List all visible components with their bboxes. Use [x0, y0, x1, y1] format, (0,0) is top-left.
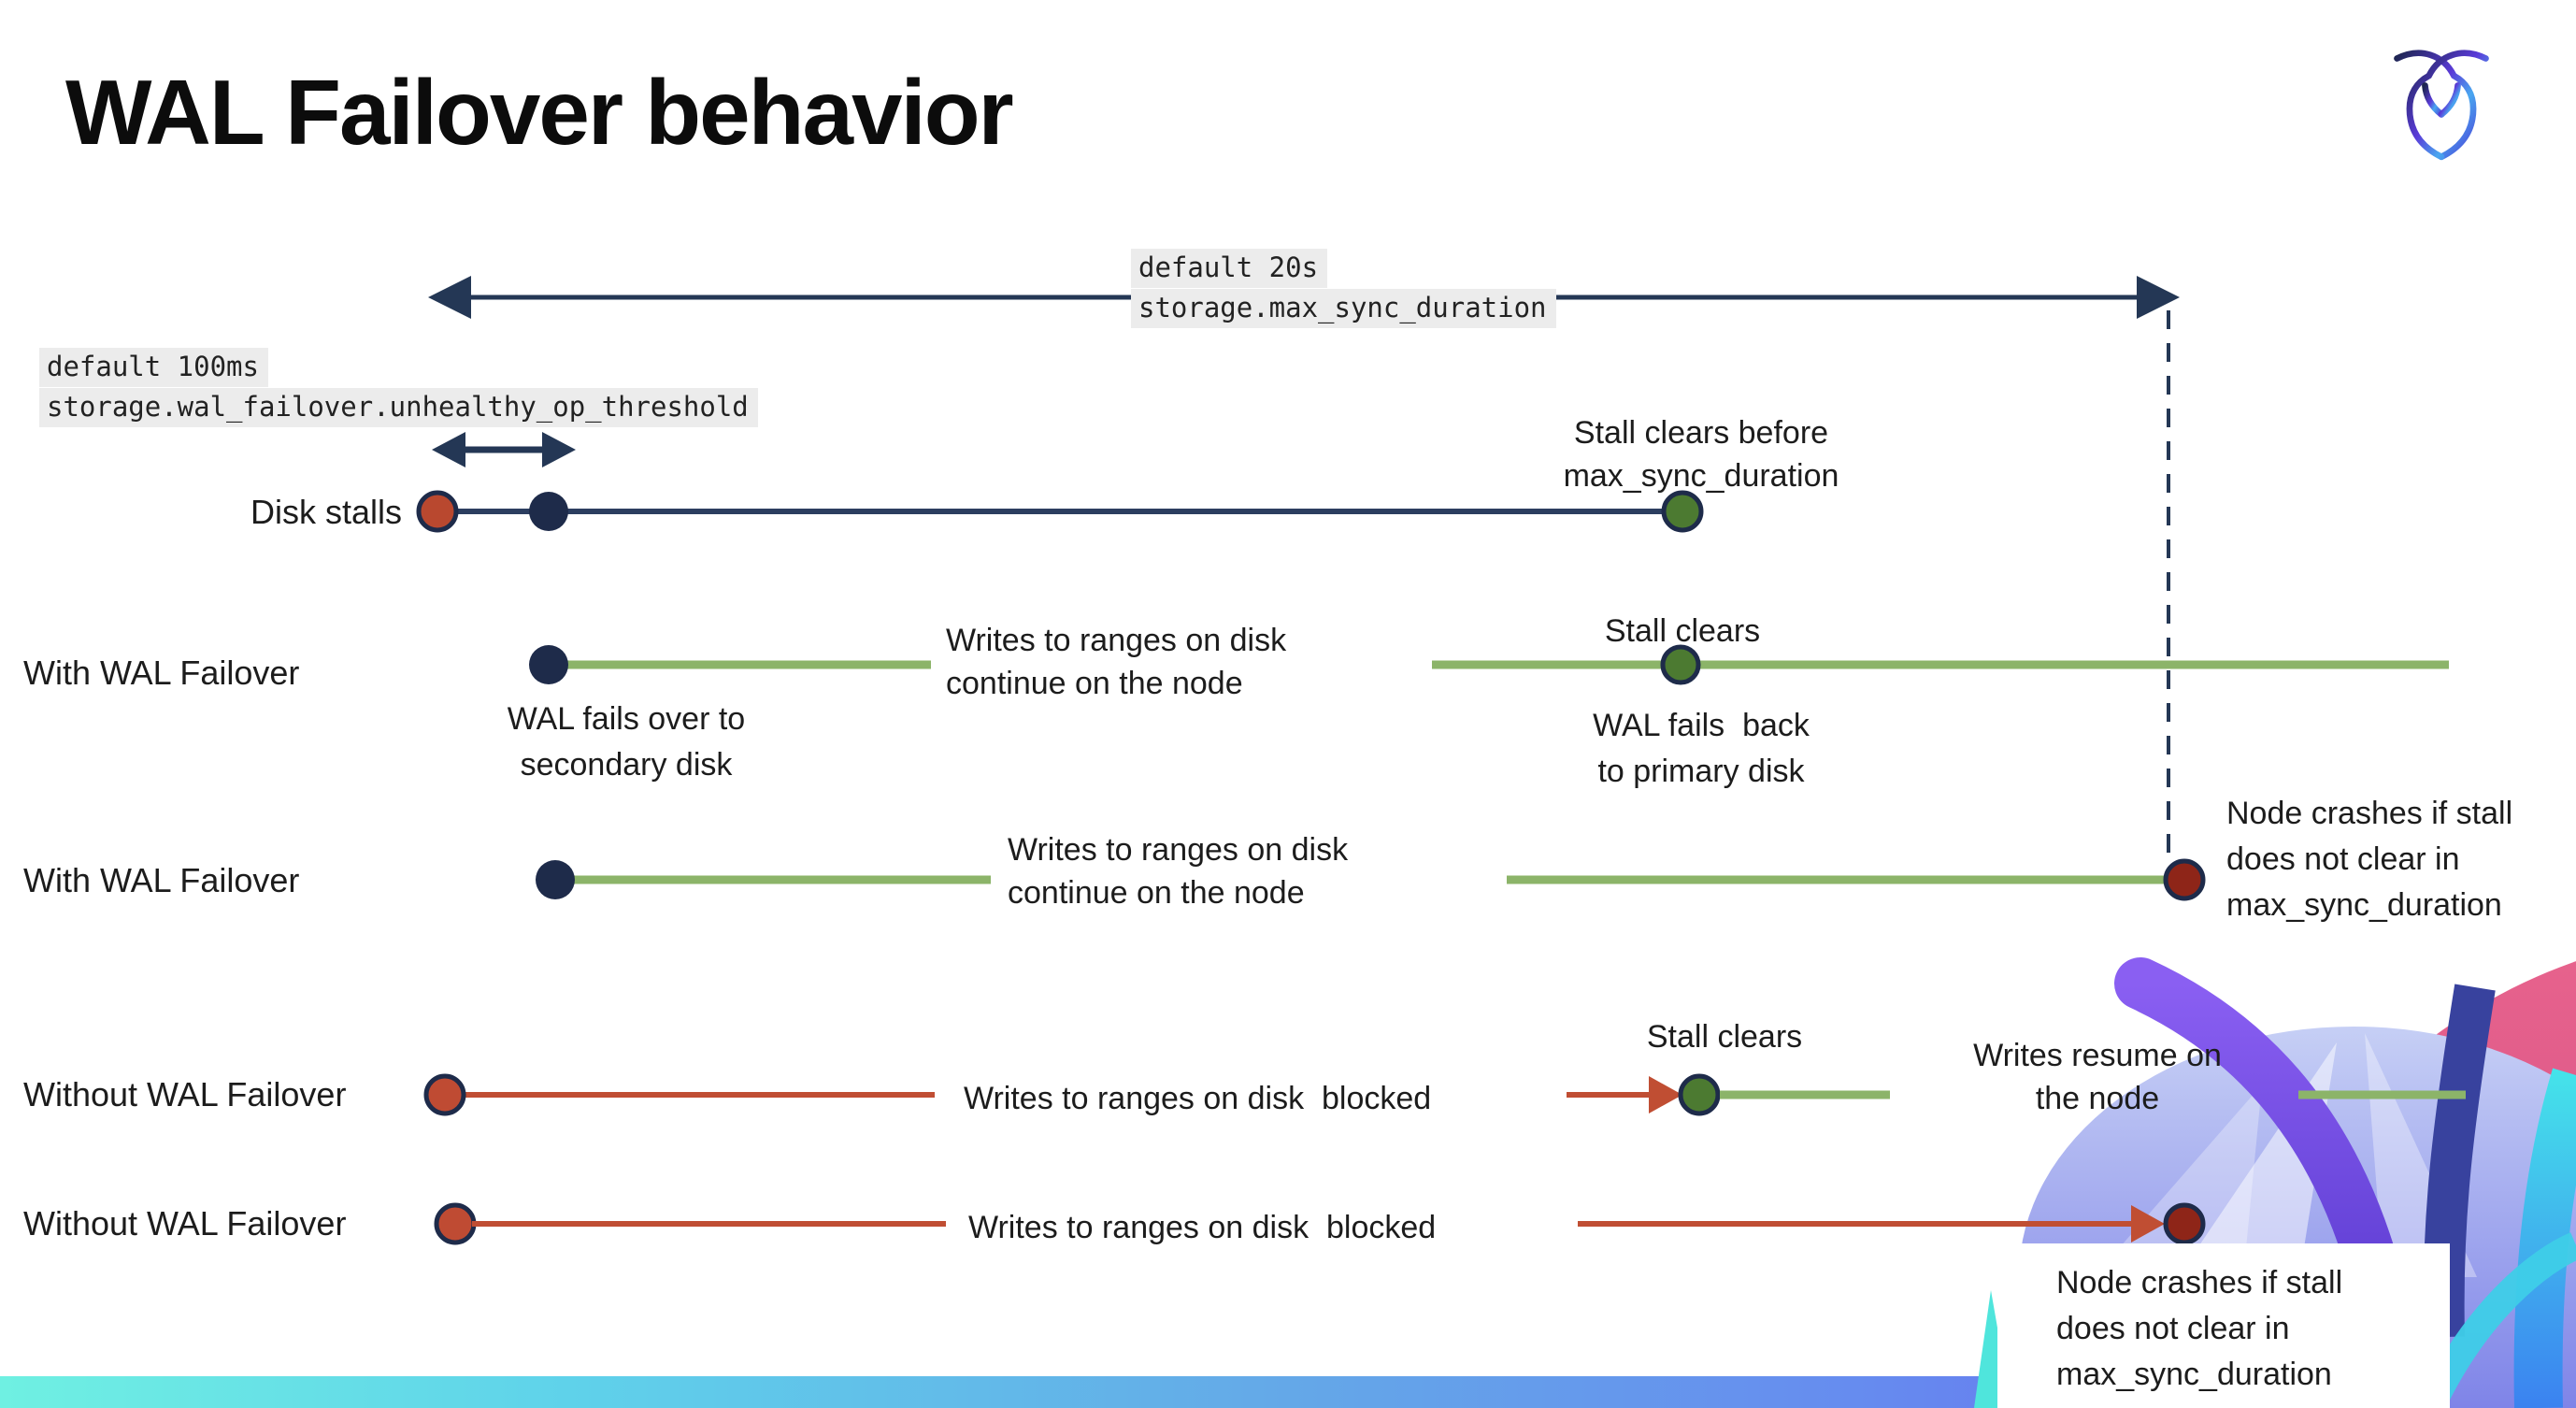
- failover-dot: [529, 645, 568, 684]
- max-sync-setting-name: storage.max_sync_duration: [1131, 289, 1556, 328]
- threshold-setting-name: storage.wal_failover.unhealthy_op_thresh…: [39, 388, 758, 427]
- row-label-with-wal-failover-1: With WAL Failover: [23, 654, 300, 692]
- row-label-without-wal-failover-1: Without WAL Failover: [23, 1075, 347, 1113]
- note-writes-blocked-2: Writes to ranges on disk blocked: [968, 1210, 1437, 1245]
- cockroachdb-logo-icon: [2394, 50, 2489, 161]
- stall-start-dot: [434, 1202, 477, 1245]
- max-sync-duration-setting: default 20s storage.max_sync_duration: [1131, 249, 1556, 329]
- timeline-with-failover-crashes: [536, 858, 2206, 901]
- note-stall-clears-before: Stall clears before max_sync_duration: [1563, 415, 1839, 494]
- note-writes-continue-1: Writes to ranges on disk continue on the…: [946, 623, 1287, 701]
- unhealthy-op-threshold-span-arrow: [432, 432, 576, 467]
- note-stall-clears-2: Stall clears: [1646, 1019, 1803, 1055]
- note-stall-clears-1: Stall clears: [1604, 613, 1761, 649]
- unhealthy-op-threshold-setting: default 100ms storage.wal_failover.unhea…: [39, 348, 758, 428]
- note-writes-blocked-1: Writes to ranges on disk blocked: [964, 1081, 1432, 1116]
- crash-dot: [2163, 858, 2206, 901]
- note-writes-resume: Writes resume on the node: [1973, 1038, 2222, 1116]
- crash-dot: [2163, 1202, 2206, 1245]
- row-label-disk-stalls: Disk stalls: [250, 493, 402, 531]
- row-label-without-wal-failover-2: Without WAL Failover: [23, 1204, 347, 1243]
- failover-dot: [536, 860, 575, 899]
- row-label-with-wal-failover-2: With WAL Failover: [23, 861, 300, 899]
- timeline-with-failover-recovers: [529, 644, 2449, 685]
- stall-clears-dot: [1661, 490, 1704, 533]
- threshold-dot: [529, 492, 568, 531]
- note-node-crashes-1: Node crashes if stall does not clear in …: [2226, 796, 2513, 923]
- threshold-default-label: default 100ms: [39, 348, 268, 387]
- stall-clears-dot: [1678, 1073, 1721, 1116]
- stall-start-dot: [416, 490, 459, 533]
- stall-start-dot: [423, 1073, 466, 1116]
- note-node-crashes-2: Node crashes if stall does not clear in …: [2056, 1265, 2343, 1392]
- note-wal-fails-back: WAL fails back to primary disk: [1593, 708, 1810, 789]
- max-sync-default-label: default 20s: [1131, 249, 1328, 288]
- timeline-disk-stalls: [416, 490, 1704, 533]
- page-title: WAL Failover behavior: [65, 61, 1014, 164]
- note-writes-continue-2: Writes to ranges on disk continue on the…: [1008, 832, 1349, 911]
- note-wal-fails-over: WAL fails over to secondary disk: [507, 701, 746, 783]
